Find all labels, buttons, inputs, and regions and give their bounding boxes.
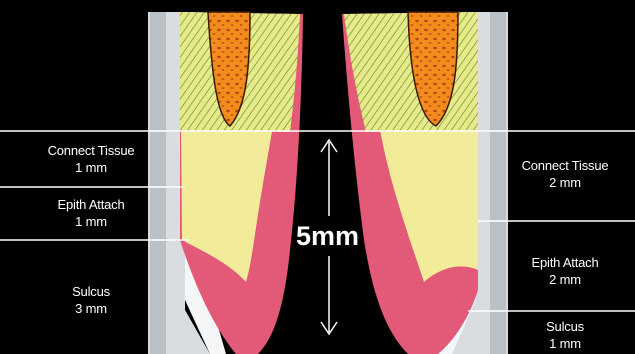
label-name: Epith Attach xyxy=(20,196,162,213)
label-name: Sulcus xyxy=(495,318,635,335)
label-name: Sulcus xyxy=(20,283,162,300)
left-sulcus-label: Sulcus 3 mm xyxy=(20,283,162,317)
label-size: 1 mm xyxy=(495,335,635,352)
left-epithelial-attachment-label: Epith Attach 1 mm xyxy=(20,196,162,230)
left-tooth xyxy=(148,12,303,354)
label-name: Connect Tissue xyxy=(20,142,162,159)
label-name: Epith Attach xyxy=(495,254,635,271)
right-connective-tissue-label: Connect Tissue 2 mm xyxy=(495,157,635,191)
label-size: 3 mm xyxy=(20,300,162,317)
total-width-label: 5mm xyxy=(296,221,359,251)
label-size: 2 mm xyxy=(495,174,635,191)
right-tooth xyxy=(342,12,508,354)
right-epithelial-attachment-label: Epith Attach 2 mm xyxy=(495,254,635,288)
label-name: Connect Tissue xyxy=(495,157,635,174)
left-connective-tissue-label: Connect Tissue 1 mm xyxy=(20,142,162,176)
right-sulcus-label: Sulcus 1 mm xyxy=(495,318,635,352)
label-size: 2 mm xyxy=(495,271,635,288)
label-size: 1 mm xyxy=(20,159,162,176)
label-size: 1 mm xyxy=(20,213,162,230)
